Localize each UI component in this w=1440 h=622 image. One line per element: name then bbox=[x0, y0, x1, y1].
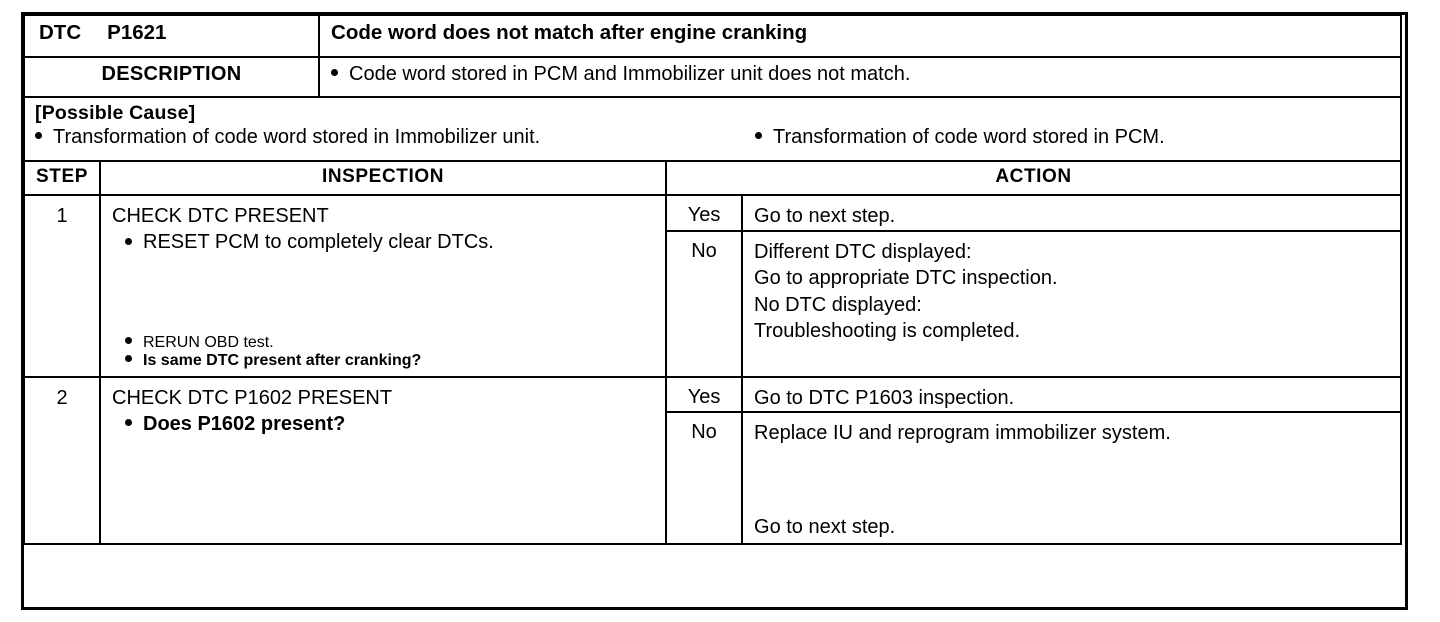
dtc-title: Code word does not match after engine cr… bbox=[331, 21, 808, 44]
column-header-step-cell: STEP bbox=[23, 160, 101, 196]
possible-cause-wrap: [Possible Cause] Transformation of code … bbox=[25, 98, 1400, 153]
result-answer: Yes bbox=[687, 204, 721, 226]
possible-cause-item-2: Transformation of code word stored in PC… bbox=[755, 126, 1165, 149]
step-inspection-title: CHECK DTC P1602 PRESENT bbox=[112, 386, 393, 409]
step-number: 1 bbox=[56, 205, 68, 227]
bullet-icon bbox=[125, 354, 132, 362]
bullet-icon bbox=[331, 69, 339, 77]
result-answer: Yes bbox=[687, 385, 721, 408]
step-inspection-cell: CHECK DTC P1602 PRESENT Does P1602 prese… bbox=[98, 375, 668, 546]
table-row: No Different DTC displayed: Go to approp… bbox=[24, 229, 1403, 378]
dtc-troubleshooting-table: DTC P1621 Code word does not match after … bbox=[22, 14, 1403, 546]
step-inspection-title: CHECK DTC PRESENT bbox=[112, 205, 329, 227]
result-action-lines: Go to DTC P1603 inspection. bbox=[743, 378, 1400, 412]
step-number-cell: 2 bbox=[23, 375, 101, 546]
description-item: Code word stored in PCM and Immobilizer … bbox=[320, 58, 1400, 91]
possible-cause-heading: [Possible Cause] bbox=[35, 102, 196, 124]
result-answer: No bbox=[691, 421, 717, 444]
dtc-code: P1621 bbox=[107, 21, 167, 44]
bullet-icon bbox=[125, 237, 132, 245]
result-answer-cell: Yes bbox=[665, 375, 744, 414]
description-row: DESCRIPTION Code word stored in PCM and … bbox=[22, 56, 1403, 98]
result-action-cell: Go to DTC P1603 inspection. bbox=[741, 375, 1403, 414]
bullet-icon bbox=[755, 132, 762, 140]
description-body-cell: Code word stored in PCM and Immobilizer … bbox=[318, 56, 1403, 98]
possible-cause-row: [Possible Cause] Transformation of code … bbox=[22, 96, 1403, 162]
column-header-action: ACTION bbox=[995, 166, 1072, 187]
possible-cause-cell: [Possible Cause] Transformation of code … bbox=[22, 96, 1403, 162]
result-action-line: Go to next step. bbox=[754, 205, 896, 227]
result-answer-cell: Yes bbox=[665, 194, 744, 232]
possible-cause-item-2-text: Transformation of code word stored in PC… bbox=[773, 126, 1165, 148]
step-inspection-bottom-item-text: Is same DTC present after cranking? bbox=[143, 351, 422, 369]
step-inspection-bottom-item: Is same DTC present after cranking? bbox=[125, 352, 421, 370]
dtc-label: DTC bbox=[39, 21, 82, 44]
result-action-line: Go to DTC P1603 inspection. bbox=[754, 386, 1015, 409]
step-inspection-wrap: CHECK DTC P1602 PRESENT Does P1602 prese… bbox=[101, 378, 665, 438]
step-number-cell: 1 bbox=[23, 194, 101, 378]
result-action-line: Go to appropriate DTC inspection. bbox=[754, 267, 1058, 290]
column-header-step: STEP bbox=[35, 166, 89, 187]
bullet-icon bbox=[125, 336, 132, 344]
step-inspection-wrap: CHECK DTC PRESENT RESET PCM to completel… bbox=[101, 196, 665, 256]
step-number: 2 bbox=[56, 386, 68, 409]
step-inspection-item: RESET PCM to completely clear DTCs. bbox=[112, 229, 665, 255]
bullet-icon bbox=[35, 132, 42, 140]
result-answer-cell: No bbox=[665, 229, 744, 378]
step-inspection-item: Does P1602 present? bbox=[112, 411, 665, 437]
column-header-inspection: INSPECTION bbox=[321, 166, 445, 187]
result-action-bottom-line: Go to next step. bbox=[754, 516, 896, 539]
dtc-title-cell: Code word does not match after engine cr… bbox=[318, 14, 1403, 58]
table-row: 1 CHECK DTC PRESENT RESET PCM to complet… bbox=[23, 194, 1403, 378]
description-item-text: Code word stored in PCM and Immobilizer … bbox=[349, 63, 911, 85]
step-inspection-cell: CHECK DTC PRESENT RESET PCM to completel… bbox=[98, 194, 668, 378]
bullet-icon bbox=[125, 419, 132, 427]
result-action-cell: Go to next step. bbox=[741, 194, 1403, 232]
result-answer: No bbox=[691, 239, 717, 262]
column-header-row: STEP INSPECTION ACTION bbox=[23, 160, 1403, 196]
possible-cause-item-1-text: Transformation of code word stored in Im… bbox=[53, 126, 541, 148]
step-inspection-item-text: Does P1602 present? bbox=[143, 412, 346, 435]
result-action-cell: Different DTC displayed: Go to appropria… bbox=[741, 229, 1403, 378]
column-header-action-cell: ACTION bbox=[665, 160, 1403, 196]
result-action-cell: Replace IU and reprogram immobilizer sys… bbox=[741, 411, 1403, 546]
result-action-line: Troubleshooting is completed. bbox=[754, 320, 1021, 343]
description-label-cell: DESCRIPTION bbox=[22, 56, 321, 98]
table-row: 2 CHECK DTC P1602 PRESENT Does P1602 pre… bbox=[23, 375, 1403, 546]
result-action-lines: Different DTC displayed: Go to appropria… bbox=[743, 232, 1400, 345]
result-action-lines: Go to next step. bbox=[743, 196, 1400, 230]
result-answer-cell: No bbox=[665, 411, 744, 546]
dtc-label-wrap: DTC P1621 bbox=[25, 16, 318, 50]
possible-cause-item-1: Transformation of code word stored in Im… bbox=[35, 126, 755, 149]
result-action-line: Different DTC displayed: bbox=[754, 240, 972, 263]
dtc-code-cell: DTC P1621 bbox=[22, 14, 321, 58]
result-action-line: Replace IU and reprogram immobilizer sys… bbox=[754, 422, 1171, 445]
dtc-header-row: DTC P1621 Code word does not match after … bbox=[22, 14, 1403, 58]
table-row: No Replace IU and reprogram immobilizer … bbox=[24, 411, 1403, 546]
possible-cause-columns: Transformation of code word stored in Im… bbox=[35, 126, 1400, 149]
column-header-inspection-cell: INSPECTION bbox=[98, 160, 668, 196]
step-inspection-bottom-item-text: RERUN OBD test. bbox=[143, 333, 274, 351]
result-action-line: No DTC displayed: bbox=[754, 293, 922, 316]
result-action-lines: Replace IU and reprogram immobilizer sys… bbox=[743, 413, 1400, 447]
step-inspection-bottom-item: RERUN OBD test. bbox=[125, 334, 421, 352]
step-inspection-item-text: RESET PCM to completely clear DTCs. bbox=[143, 231, 494, 254]
step-inspection-bottom-items: RERUN OBD test. Is same DTC present afte… bbox=[125, 334, 421, 370]
description-label: DESCRIPTION bbox=[101, 63, 242, 85]
